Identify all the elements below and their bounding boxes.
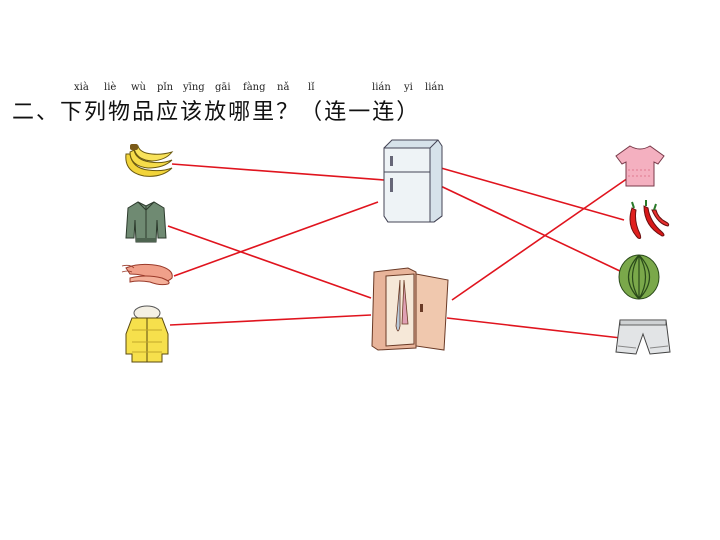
pinyin-gai: gāi [215, 82, 231, 93]
question-number: 二、 [12, 100, 61, 125]
lian-char: 连 [372, 100, 397, 125]
pinyin-na: nǎ [277, 82, 290, 93]
title-char: 下 [60, 100, 85, 125]
title-char: 列 [84, 100, 109, 125]
lian-char: 一 [348, 100, 373, 125]
pinyin-lian-2: lián [425, 82, 444, 93]
jacket-icon [125, 201, 167, 243]
title-char: 物 [108, 100, 133, 125]
shrimp-icon [121, 263, 173, 286]
line-fridge-watermelon [429, 180, 623, 273]
chili-pepper-icon [629, 200, 670, 239]
pinyin-lian-1: lián [372, 82, 391, 93]
line-fridge-pepper [440, 167, 625, 221]
paren-open: （ [300, 100, 325, 125]
pinyin-wu: wù [131, 82, 146, 93]
page-title: 二、下列物品应该放哪里？（连一连） [12, 94, 420, 126]
line-wardrobe-shorts [446, 317, 622, 339]
line-banana-fridge [171, 163, 385, 181]
title-char: 放 [204, 100, 229, 125]
down-coat-icon [125, 305, 169, 363]
title-char: 应 [156, 100, 181, 125]
lian-char: 连 [324, 100, 349, 125]
wardrobe-icon [371, 267, 449, 351]
pinyin-ying: yīng [183, 82, 205, 93]
line-jacket-wardrobe [167, 225, 372, 299]
title-char: 里 [252, 100, 277, 125]
pinyin-fang: fàng [243, 82, 266, 93]
question-mark: ？ [276, 100, 301, 125]
line-wardrobe-tshirt [451, 177, 629, 301]
paren-close: ） [396, 100, 421, 125]
title-char: 该 [180, 100, 205, 125]
line-shrimp-fridge [173, 201, 379, 277]
refrigerator-icon [383, 139, 443, 223]
pinyin-pin: pǐn [157, 82, 174, 93]
pinyin-li: lǐ [308, 82, 315, 93]
pinyin-xia: xià [74, 82, 89, 93]
tshirt-icon [615, 145, 665, 187]
title-char: 品 [132, 100, 157, 125]
pinyin-lie: liè [104, 82, 117, 93]
shorts-icon [615, 319, 671, 355]
pinyin-yi: yi [404, 82, 413, 93]
title-char: 哪 [228, 100, 253, 125]
banana-icon [125, 144, 174, 177]
line-coat-wardrobe [169, 314, 372, 326]
watermelon-icon [618, 254, 660, 300]
